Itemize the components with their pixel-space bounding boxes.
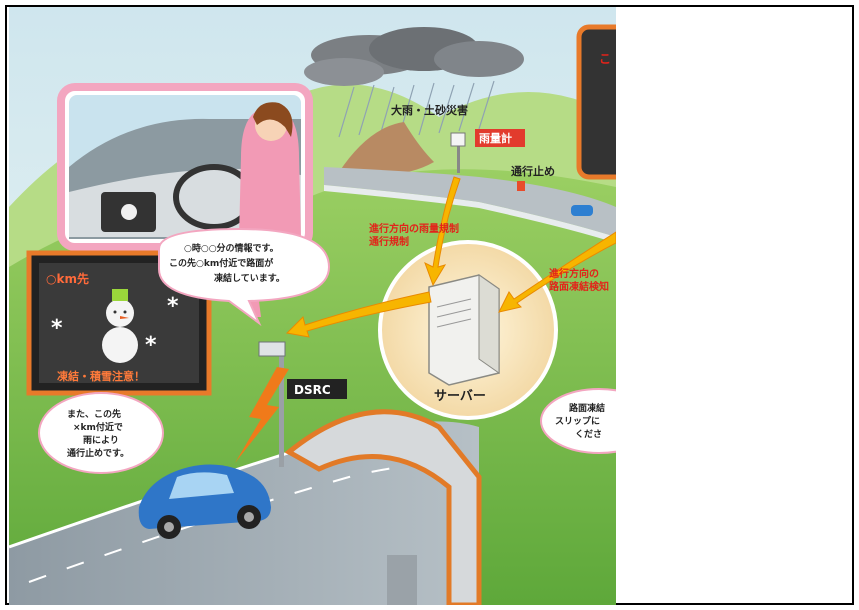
closure-info-line-2: ×km付近で [73,421,123,433]
right-bubble-line-1: 路面凍結 [569,402,605,414]
right-bubble-line-3: くださ [575,429,602,440]
upper-highway [324,167,616,237]
snowflake-icon: * [167,294,179,319]
road-info-scene: * * * 大雨・土砂災害 雨量計 通行止め 進行方向の雨量規制 通行規制 進行… [9,7,616,605]
storm-cloud [304,27,524,86]
right-bubble-line-2: スリップに [555,415,600,427]
road-freeze-label-2: 路面凍結検知 [549,280,609,293]
lightning-icon [235,367,289,463]
heavy-rain-label: 大雨・土砂災害 [391,103,468,117]
closure-barrier [517,181,525,191]
closure-info-bubble [38,392,164,474]
snowflake-icon: * [145,333,157,358]
arrow-raingauge-to-server [424,176,461,287]
closure-info-line-4: 通行止めです。 [67,447,129,459]
snowflake-icon: * [51,316,63,341]
closure-info-line-3: 雨により [83,435,119,446]
snowman-icon [102,289,138,363]
roadside-display [576,24,616,180]
dsrc-label-box [287,379,347,399]
distant-car [571,205,593,216]
server-icon [428,274,500,386]
rain-regulation-label-1: 進行方向の雨量規制 [369,222,459,235]
dsrc-label: DSRC [294,383,331,397]
driver-info-line-1: ○時○○分の情報です。 [184,242,279,254]
dsrc-antenna [258,341,286,357]
roadside-display-char: こ [599,52,611,66]
rain-gauge-device [450,132,466,147]
driver-info-line-2: この先○km付近で路面が [169,257,274,269]
display-warning: 凍結・積雪注意！ [57,369,145,383]
arrow-freeze-to-server [498,231,616,313]
dsrc-pole [279,352,284,467]
closure-label: 通行止め [511,164,555,178]
bridge-pier [387,555,417,605]
rain-gauge-label: 雨量計 [479,131,512,145]
tunnel [284,409,482,605]
rain-regulation-label-2: 通行規制 [369,235,409,248]
rain-gauge-label-box [475,129,525,147]
blue-car [138,464,271,539]
driver-info-bubble [158,227,331,327]
landslide [339,122,434,176]
server-label: サーバー [434,389,486,404]
driver-info-line-3: 凍結しています。 [214,272,285,284]
arrow-server-to-dsrc [285,291,432,338]
road-freeze-label-1: 進行方向の [549,267,599,280]
right-info-bubble [540,388,616,454]
display-distance: ○km先 [46,271,89,286]
closure-info-line-1: また、この先 [67,408,121,420]
